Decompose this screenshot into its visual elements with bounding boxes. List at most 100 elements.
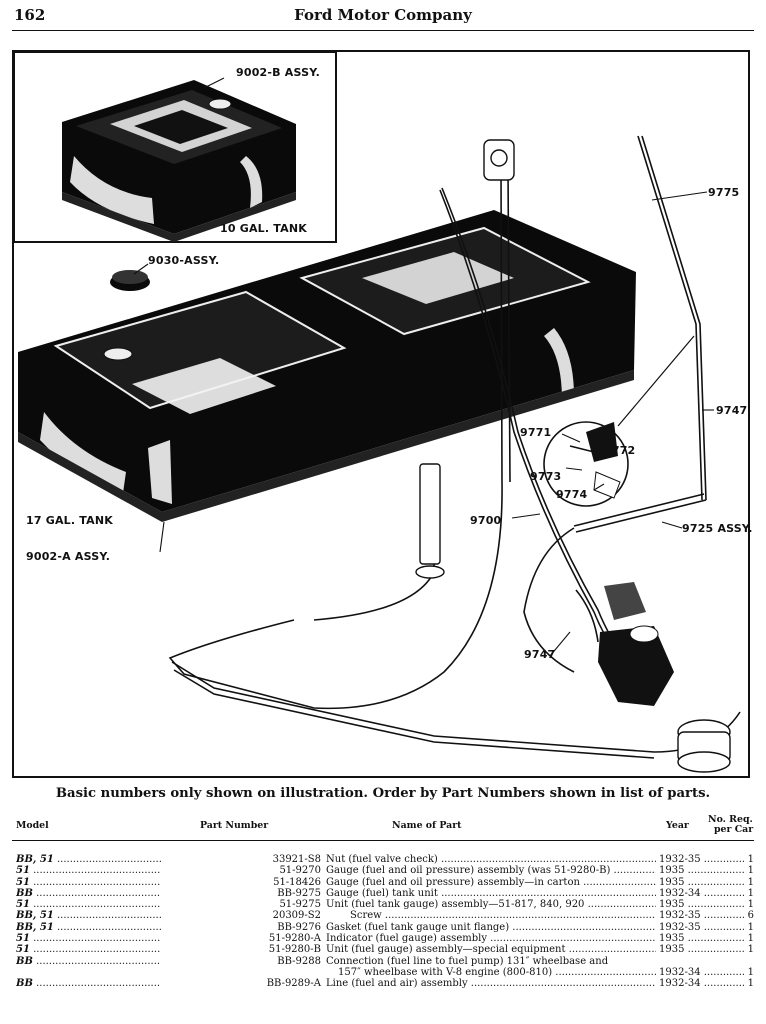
callout-17gal: 17 GAL. TANK [26,514,113,527]
cell-year: 1932-34 [659,967,745,978]
cell-model: 51 [16,944,161,955]
cell-part-number: 20309-S2 [272,910,321,922]
table-row: 51 51-9280-A Indicator (fuel gauge) asse… [0,933,766,945]
callout-9775: 9775 [708,186,740,199]
cell-part-number: 51-9270 [279,865,321,877]
column-part-number: Part Number [200,820,269,831]
column-name: Name of Part [392,820,462,831]
cell-model: 51 [16,933,161,944]
callout-10gal: 10 GAL. TANK [220,222,307,235]
tank-unit-drawing [415,463,445,579]
callout-9030: 9030-ASSY. [148,254,220,267]
cell-year: 1932-35 [659,910,745,921]
cell-part-number: 51-9275 [279,899,321,911]
cell-part-number: BB-9275 [277,887,321,899]
parts-illustration: 9002-B ASSY. 10 GAL. TANK 9030-ASSY. 17 … [12,50,753,778]
cell-qty: 1 [744,887,754,900]
cell-model: 51 [16,877,161,888]
page-header: Ford Motor Company [294,6,472,24]
table-row: 51 51-9270 Gauge (fuel and oil pressure)… [0,865,766,877]
callout-9700: 9700 [470,514,502,527]
table-row: BB BB-9289-A Line (fuel and air) assembl… [0,978,766,990]
cell-name: Connection (fuel line to fuel pump) 131″… [326,955,609,967]
cell-qty: 1 [744,933,754,945]
cell-model: BB, 51 [16,910,161,921]
cell-name: Gasket (fuel tank gauge unit flange) [326,922,656,933]
cell-part-number: BB-9288 [277,955,321,967]
column-qty-line1: No. Req. [708,814,753,825]
table-row: BB BB-9275 Gauge (fuel) tank unit 1932-3… [0,887,766,900]
callout-9774: 9774 [556,488,588,501]
cell-name: Screw [350,910,656,921]
gauge-head-drawing [483,139,515,181]
callout-9725: 9725 ASSY. [682,522,753,535]
callout-9771: 9771 [520,426,552,439]
table-header-rule [12,840,754,841]
callout-9002b: 9002-B ASSY. [236,66,320,79]
cell-qty: 1 [744,899,754,911]
callout-9747-lower: 9747 [524,648,556,661]
ten-gallon-tank-drawing [62,80,296,242]
cell-name: Indicator (fuel gauge) assembly [326,933,656,944]
cell-part-number: 51-9280-A [268,933,321,945]
cell-year: 1932-34 [659,888,745,899]
parts-table-header: Model Part Number Name of Part Year No. … [0,812,766,842]
cell-qty: 1 [744,854,754,866]
callout-9773: 9773 [530,470,562,483]
cell-name: Line (fuel and air) assembly [326,978,656,989]
cell-model: BB, 51 [16,922,161,933]
table-row: BB, 51 BB-9276 Gasket (fuel tank gauge u… [0,921,766,934]
cell-model: BB [16,978,161,989]
cell-model: 51 [16,865,161,876]
cell-name: 157″ wheelbase with V-8 engine (800-810) [338,967,656,978]
column-qty-line2: per Car [714,824,754,835]
cell-name: Nut (fuel valve check) [326,854,656,865]
header-rule [12,30,754,31]
inset-frame [14,52,337,243]
table-row: BB, 51 20309-S2 Screw 1932-35 6 [0,910,766,922]
cell-model: 51 [16,899,161,910]
cell-qty: 1 [744,865,754,877]
cell-qty: 1 [744,978,754,990]
carburetor-drawing [598,582,674,706]
cell-year: 1935 [659,944,745,955]
cell-year: 1935 [659,865,745,876]
cell-name: Gauge (fuel and oil pressure) assembly (… [326,865,656,876]
cell-part-number: 33921-S8 [272,854,321,865]
cell-qty: 6 [744,910,754,922]
callout-leaders [133,77,714,657]
table-row: 51 51-9280-B Unit (fuel gauge) assembly—… [0,944,766,956]
cell-model: BB [16,888,161,899]
cell-name: Unit (fuel tank gauge) assembly—51-817, … [326,899,656,910]
table-row: 157″ wheelbase with V-8 engine (800-810)… [0,966,766,979]
page-number: 162 [14,6,46,24]
cell-year: 1932-35 [659,922,745,933]
cell-year: 1932-34 [659,978,745,989]
cell-model: BB [16,956,161,967]
illustration-caption: Basic numbers only shown on illustration… [55,786,711,801]
column-year: Year [666,820,689,831]
cell-qty: 1 [744,944,754,956]
table-row: BB, 51 33921-S8 Nut (fuel valve check) 1… [0,854,766,866]
cell-qty: 1 [744,966,754,979]
table-row: BB BB-9288 Connection (fuel line to fuel… [0,956,766,967]
cell-year: 1935 [659,933,745,944]
cell-year: 1935 [659,899,745,910]
cell-name: Unit (fuel gauge) assembly—special equip… [326,944,656,955]
cell-name: Gauge (fuel and oil pressure) assembly—i… [326,877,656,888]
cell-qty: 1 [744,921,754,934]
seventeen-gallon-tank-drawing [18,210,636,522]
parts-list: BB, 51 33921-S8 Nut (fuel valve check) 1… [0,854,766,990]
table-row: 51 51-18426 Gauge (fuel and oil pressure… [0,876,766,888]
fuel-pump-drawing [677,719,731,773]
cell-year: 1935 [659,877,745,888]
cell-model: BB, 51 [16,854,161,865]
cell-name: Gauge (fuel) tank unit [326,888,656,899]
callout-9772: 9772 [604,444,636,457]
cell-qty: 1 [744,876,754,888]
callout-9002a: 9002-A ASSY. [26,550,111,563]
callout-9747-upper: 9747 [716,404,748,417]
column-model: Model [16,820,49,831]
cell-part-number: BB-9289-A [266,978,321,990]
fuel-system-drawing [14,52,741,773]
